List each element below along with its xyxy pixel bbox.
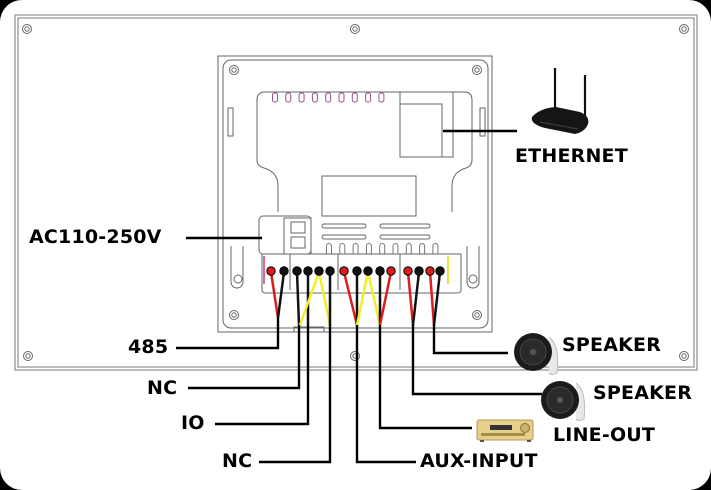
rs485-leader bbox=[176, 318, 280, 350]
ethernet-label: ETHERNET bbox=[515, 145, 628, 167]
speaker2-label: SPEAKER bbox=[593, 382, 693, 404]
pin-icon bbox=[432, 243, 439, 254]
led-row bbox=[272, 92, 385, 103]
terminal-screw bbox=[292, 266, 302, 276]
aux-leader bbox=[355, 325, 416, 464]
screw-icon bbox=[350, 24, 360, 34]
terminal-screw bbox=[325, 266, 335, 276]
led-icon bbox=[378, 92, 385, 103]
pin-icon bbox=[352, 243, 359, 254]
screw-icon bbox=[472, 310, 482, 320]
speaker2-leader bbox=[411, 325, 542, 396]
led-icon bbox=[325, 92, 332, 103]
leader-lines bbox=[176, 129, 542, 464]
wire-red bbox=[269, 271, 280, 319]
wire-red bbox=[342, 271, 359, 326]
aux-input-label: AUX-INPUT bbox=[420, 450, 538, 472]
pink-strip bbox=[263, 256, 265, 284]
pin-icon bbox=[379, 243, 386, 254]
wire-black bbox=[432, 271, 442, 326]
led-icon bbox=[285, 92, 292, 103]
pin-icon bbox=[392, 243, 399, 254]
lineout-leader bbox=[378, 325, 472, 430]
screw-icon bbox=[23, 351, 33, 361]
plate-screws bbox=[22, 24, 689, 361]
terminal-screws bbox=[266, 266, 445, 276]
wires bbox=[269, 271, 442, 326]
wire-black bbox=[276, 271, 286, 319]
terminal-screw bbox=[352, 266, 362, 276]
wire-red bbox=[406, 271, 415, 326]
device-housing bbox=[217, 55, 493, 333]
rs485-label: 485 bbox=[128, 336, 169, 358]
terminal-screw bbox=[425, 266, 435, 276]
screw-icon bbox=[472, 65, 482, 75]
pin-icon bbox=[365, 243, 372, 254]
wire-black bbox=[411, 271, 421, 326]
speaker1-leader bbox=[432, 325, 508, 355]
led-icon bbox=[338, 92, 345, 103]
led-icon bbox=[311, 92, 318, 103]
terminal-screw bbox=[403, 266, 413, 276]
wire-yellow bbox=[355, 271, 382, 326]
screw-icon bbox=[229, 310, 239, 320]
screw-icon bbox=[679, 24, 689, 34]
led-icon bbox=[365, 92, 372, 103]
terminal-screw bbox=[266, 266, 276, 276]
terminal-screw bbox=[375, 266, 385, 276]
power-label: AC110-250V bbox=[29, 226, 162, 248]
terminal-screw bbox=[414, 266, 424, 276]
screw-icon bbox=[229, 65, 239, 75]
wire-red bbox=[428, 271, 436, 326]
terminal-screw bbox=[303, 266, 313, 276]
speaker-icon bbox=[541, 381, 586, 421]
pin-icon bbox=[419, 243, 426, 254]
router-icon bbox=[531, 68, 589, 134]
io-leader bbox=[215, 325, 310, 426]
terminal-screw bbox=[435, 266, 445, 276]
amplifier-icon bbox=[476, 419, 534, 442]
speaker-icon bbox=[514, 333, 559, 375]
nc2-leader bbox=[259, 325, 332, 464]
terminal-screw bbox=[363, 266, 373, 276]
line-out-label: LINE-OUT bbox=[553, 424, 656, 446]
pin-icon bbox=[326, 243, 332, 254]
nc1-leader bbox=[188, 325, 301, 390]
terminal-screw bbox=[279, 266, 289, 276]
led-icon bbox=[298, 92, 305, 103]
led-icon bbox=[272, 92, 278, 103]
yellow-strip bbox=[447, 256, 449, 284]
screw-icon bbox=[22, 24, 32, 34]
wire-black bbox=[295, 271, 301, 326]
terminal-screw bbox=[386, 266, 396, 276]
terminal-screw bbox=[339, 266, 349, 276]
led-icon bbox=[351, 92, 358, 103]
speaker1-label: SPEAKER bbox=[562, 334, 662, 356]
io-label: IO bbox=[181, 412, 205, 434]
screw-icon bbox=[679, 351, 689, 361]
wire-red bbox=[378, 271, 393, 326]
wire-yellow bbox=[298, 271, 332, 326]
nc2-label: NC bbox=[222, 450, 253, 472]
pin-icon bbox=[339, 243, 346, 254]
pin-icon bbox=[405, 243, 412, 254]
terminal-screw bbox=[314, 266, 324, 276]
header-pins bbox=[326, 243, 439, 254]
nc1-label: NC bbox=[147, 377, 178, 399]
